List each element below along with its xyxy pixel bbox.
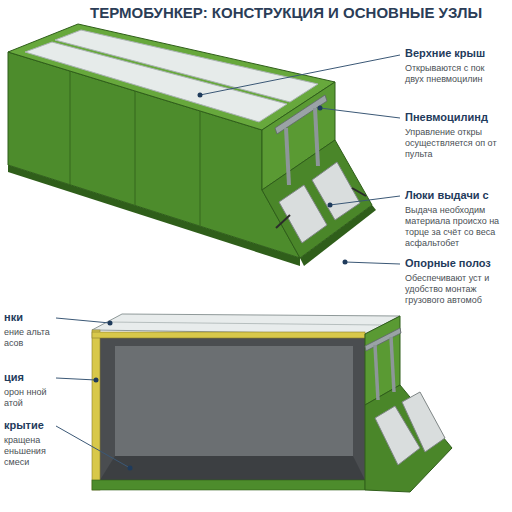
discharge-hatch [402, 392, 445, 452]
panel-seam [69, 71, 70, 185]
pneumocylinder [375, 345, 378, 400]
leader-line [56, 426, 130, 468]
panel-seam [134, 91, 135, 205]
leader-line [56, 318, 110, 323]
pneumocylinder [286, 128, 289, 185]
support-skid [8, 165, 300, 266]
cylinder-bar [365, 328, 401, 351]
hatch-handle [276, 215, 290, 228]
leader-line [200, 55, 400, 95]
leader-dot [328, 203, 333, 208]
discharge-hatch [312, 162, 360, 220]
insulation [92, 330, 100, 490]
leader-line [320, 108, 400, 118]
callout-text: Выдача необходим материала происхо на то… [405, 205, 505, 249]
callout-text: Управление откры осуществляется оп от пу… [405, 127, 505, 160]
callout-text: Обеспечивают уст и удобство монтаж грузо… [405, 273, 505, 306]
pneumocylinder [391, 337, 394, 392]
panel-seam [199, 111, 200, 226]
callout-heading: ция [4, 371, 24, 383]
interior [100, 338, 365, 480]
leader-line [56, 378, 96, 380]
leader-dot [94, 378, 99, 383]
callout-text: Открываются с пок двух пневмоцилин [405, 63, 505, 85]
hatch-handle [352, 188, 366, 196]
leader-dot [128, 466, 133, 471]
callout-heading: Люки выдачи с [405, 189, 489, 201]
callout-heading: Пневмоцилинд [405, 111, 488, 123]
bunker-front [365, 316, 400, 405]
bunker-chamfer [365, 385, 452, 492]
callout-heading: нки [4, 311, 23, 323]
bunker-top [92, 314, 400, 334]
insulation [92, 332, 365, 338]
pneumocylinder [315, 108, 318, 166]
callout-text: орон нной атой [4, 387, 52, 409]
page-title: ТЕРМОБУНКЕР: КОНСТРУКЦИЯ И ОСНОВНЫЕ УЗЛЫ [90, 4, 482, 21]
leader-line [330, 196, 400, 205]
interior-wall [115, 346, 353, 456]
interior-floor [100, 456, 365, 480]
leader-dot [318, 106, 323, 111]
callout-text: кращена еньшения смеси [4, 435, 52, 468]
leader-line [345, 262, 400, 264]
callout-heading: Опорные полоз [405, 257, 491, 269]
top-lid [55, 30, 318, 102]
support-skid [300, 205, 376, 266]
cylinder-bar [275, 95, 327, 134]
leader-dot [108, 321, 113, 326]
leader-dot [343, 260, 348, 265]
callout-heading: крытие [4, 419, 44, 431]
insulation [92, 480, 365, 490]
callout-text: ение альта асов [4, 327, 52, 349]
leader-dot [198, 93, 203, 98]
lid-seam [107, 322, 382, 325]
callout-heading: Верхние крыш [405, 47, 485, 59]
